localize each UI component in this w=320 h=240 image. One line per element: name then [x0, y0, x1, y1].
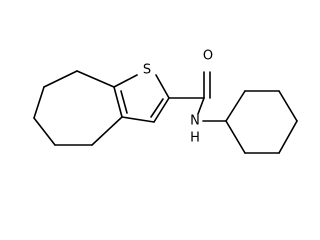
- bond-c7-c8: [76, 70, 115, 88]
- thiophene-ring: S: [113, 63, 170, 123]
- bond-cy3-cy4: [278, 90, 298, 122]
- bond-c10-c11: [33, 117, 56, 146]
- molecule-drawing: S O N H: [33, 49, 298, 154]
- bond-c3a-c7a-inner: [120, 90, 128, 114]
- bond-carbonyl-n: [197, 97, 205, 115]
- bond-c2-c3: [153, 97, 170, 123]
- cyclohexane-ring: [225, 90, 298, 154]
- bond-s-c2: [155, 74, 170, 99]
- carboxamide-group: O N H: [168, 49, 227, 146]
- sulfur-atom: S: [143, 63, 151, 78]
- bond-c8-c9: [43, 70, 78, 88]
- molecule-canvas: S O N H: [33, 48, 298, 154]
- bond-c3-c3a: [121, 116, 155, 123]
- bond-c12-c3a: [91, 116, 123, 146]
- hydrogen-atom: H: [190, 131, 200, 146]
- bond-cy1-cy2: [225, 90, 246, 122]
- bond-c3a-c7a: [113, 86, 123, 118]
- bond-c2-c3-inner: [150, 98, 164, 118]
- cycloheptane-ring: [33, 70, 123, 146]
- bond-cy4-cy5: [278, 120, 298, 154]
- bond-c9-c10: [33, 86, 45, 119]
- bond-cy6-cy1: [225, 120, 246, 154]
- oxygen-atom: O: [203, 49, 213, 64]
- bond-c7a-s: [113, 74, 138, 88]
- nitrogen-atom: N: [190, 114, 200, 129]
